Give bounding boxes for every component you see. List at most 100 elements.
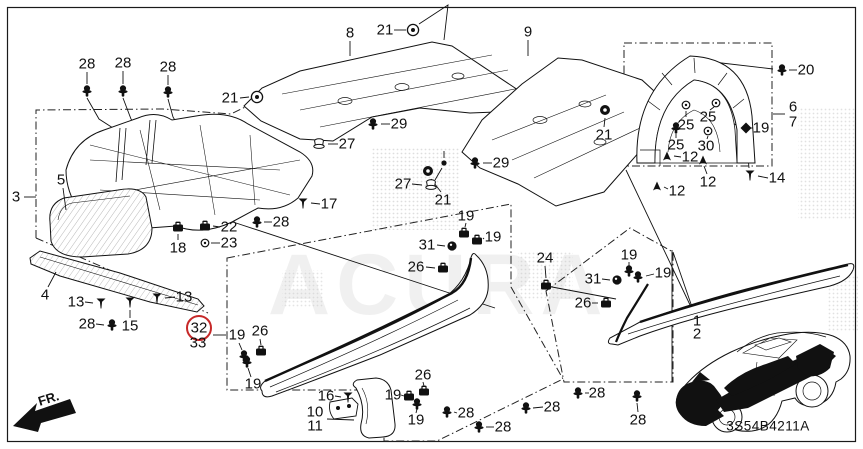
callout-26[interactable]: 26 — [407, 258, 425, 276]
callout-27[interactable]: 27 — [338, 135, 356, 153]
grommet-fastener-symbol — [597, 102, 613, 118]
callout-4[interactable]: 4 — [40, 286, 50, 304]
callout-28[interactable]: 28 — [78, 55, 96, 73]
callout-17[interactable]: 17 — [320, 195, 338, 213]
clip-fastener-symbol — [630, 269, 646, 285]
callout-3[interactable]: 3 — [11, 188, 21, 206]
callout-12[interactable]: 12 — [668, 182, 686, 200]
clip12-fastener-symbol — [695, 152, 711, 168]
screw-fastener-symbol — [122, 294, 138, 310]
part-1-2-side-sill-garnish-right — [607, 263, 855, 346]
callout-23[interactable]: 23 — [220, 234, 238, 252]
callout-24[interactable]: 24 — [536, 249, 554, 267]
part-9-floor-under-cover — [461, 57, 667, 207]
callout-9[interactable]: 9 — [523, 23, 533, 41]
callout-26[interactable]: 26 — [251, 322, 269, 340]
screw-fastener-symbol — [93, 295, 109, 311]
callout-28[interactable]: 28 — [543, 398, 561, 416]
callout-19[interactable]: 19 — [654, 264, 672, 282]
clip-fastener-symbol — [668, 120, 684, 136]
callout-7[interactable]: 7 — [788, 113, 798, 131]
callout-26[interactable]: 26 — [414, 366, 432, 384]
callout-6[interactable]: 6 — [788, 98, 798, 116]
callout-28[interactable]: 28 — [78, 315, 96, 333]
diagram-code: 3S54B4211A — [726, 418, 810, 434]
callout-19[interactable]: 19 — [457, 207, 475, 225]
callout-5[interactable]: 5 — [56, 171, 66, 189]
callout-28[interactable]: 28 — [272, 213, 290, 231]
ring-fastener-symbol — [249, 89, 265, 105]
callout-19[interactable]: 19 — [228, 326, 246, 344]
boxclip-fastener-symbol — [170, 219, 186, 235]
callout-8[interactable]: 8 — [345, 24, 355, 42]
callout-33[interactable]: 33 — [189, 334, 207, 352]
clip-fastener-symbol — [160, 84, 176, 100]
boxclip-fastener-symbol — [197, 218, 213, 234]
fr-direction-arrow — [13, 399, 76, 432]
callout-13[interactable]: 13 — [175, 288, 193, 306]
boxclip-fastener-symbol — [469, 232, 485, 248]
callout-12[interactable]: 12 — [681, 148, 699, 166]
callout-19[interactable]: 19 — [384, 386, 402, 404]
clip12-fastener-symbol — [659, 148, 675, 164]
clip-fastener-symbol — [115, 83, 131, 99]
callout-19[interactable]: 19 — [620, 246, 638, 264]
callout-21[interactable]: 21 — [434, 191, 452, 209]
callout-29[interactable]: 29 — [390, 115, 408, 133]
callout-21[interactable]: 21 — [595, 126, 613, 144]
boxclip-fastener-symbol — [401, 388, 417, 404]
callout-29[interactable]: 29 — [492, 154, 510, 172]
clip-fastener-symbol — [629, 388, 645, 404]
callout-13[interactable]: 13 — [67, 293, 85, 311]
callout-26[interactable]: 26 — [574, 294, 592, 312]
car-locator — [675, 331, 851, 433]
callout-1[interactable]: 1 — [692, 312, 702, 330]
callout-32[interactable]: 32 — [190, 319, 208, 337]
clip-fastener-symbol — [570, 385, 586, 401]
callout-28[interactable]: 28 — [629, 411, 647, 429]
screw-fastener-symbol — [149, 290, 165, 306]
clip-fastener-symbol — [471, 419, 487, 435]
part-10-11-mud-guard — [329, 377, 396, 439]
clip-fastener-symbol — [79, 83, 95, 99]
callout-25[interactable]: 25 — [699, 108, 717, 126]
callout-31[interactable]: 31 — [418, 236, 436, 254]
screw-fastener-symbol — [295, 195, 311, 211]
callout-21[interactable]: 21 — [221, 89, 239, 107]
callout-16[interactable]: 16 — [317, 387, 335, 405]
oring-fastener-symbol — [197, 235, 213, 251]
callout-22[interactable]: 22 — [220, 218, 238, 236]
callout-25[interactable]: 25 — [677, 116, 695, 134]
callout-15[interactable]: 15 — [121, 317, 139, 335]
callout-19[interactable]: 19 — [484, 228, 502, 246]
callout-10[interactable]: 10 — [306, 403, 324, 421]
callout-2[interactable]: 2 — [692, 325, 702, 343]
callout-27[interactable]: 27 — [394, 175, 412, 193]
clip-fastener-symbol — [774, 62, 790, 78]
callout-30[interactable]: 30 — [697, 137, 715, 155]
callout-31[interactable]: 31 — [584, 270, 602, 288]
callout-14[interactable]: 14 — [768, 169, 786, 187]
boxclip-fastener-symbol — [435, 260, 451, 276]
callout-28[interactable]: 28 — [494, 418, 512, 436]
callout-18[interactable]: 18 — [169, 239, 187, 257]
boxclip-fastener-symbol — [416, 383, 432, 399]
clip-fastener-symbol — [439, 404, 455, 420]
callout-28[interactable]: 28 — [114, 54, 132, 72]
callout-28[interactable]: 28 — [159, 58, 177, 76]
callout-21[interactable]: 21 — [376, 21, 394, 39]
callout-28[interactable]: 28 — [588, 384, 606, 402]
callout-20[interactable]: 20 — [797, 61, 815, 79]
callout-28[interactable]: 28 — [457, 404, 475, 422]
callout-12[interactable]: 12 — [699, 173, 717, 191]
screw-fastener-symbol — [340, 389, 356, 405]
callout-19[interactable]: 19 — [244, 375, 262, 393]
grommet-fastener-symbol — [420, 163, 436, 179]
dia-fastener-symbol — [738, 120, 754, 136]
callout-19[interactable]: 19 — [752, 119, 770, 137]
callout-25[interactable]: 25 — [667, 136, 685, 154]
callout-19[interactable]: 19 — [407, 411, 425, 429]
callout-11[interactable]: 11 — [307, 417, 323, 435]
clip-fastener-symbol — [467, 155, 483, 171]
